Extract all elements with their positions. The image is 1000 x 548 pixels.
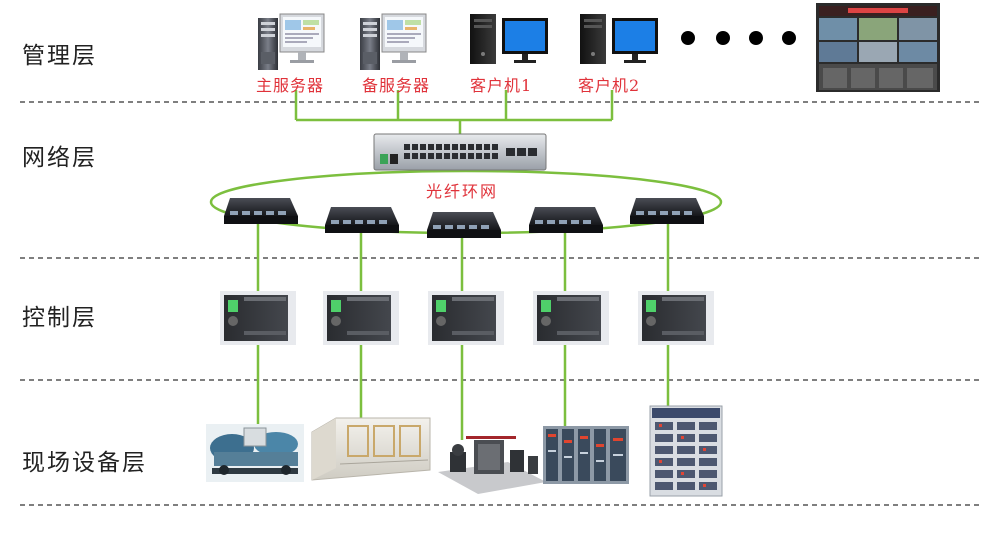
- main-server-icon: [258, 13, 325, 70]
- plc-controller-icon: [638, 291, 714, 345]
- plc-controller-icon: [220, 291, 296, 345]
- layer-dividers: [20, 101, 980, 506]
- plc-controller-icon: [323, 291, 399, 345]
- ring-switch-icon: [427, 212, 501, 238]
- air-handling-unit-image: [311, 417, 431, 481]
- plc-controller-icon: [428, 291, 504, 345]
- layer-label-field: 现场设备层: [22, 450, 147, 476]
- ring-switches: [224, 198, 704, 238]
- ring-switch-icon: [529, 207, 603, 233]
- heat-exchanger-skid-image: [438, 436, 546, 494]
- client-2-label: 客户机2: [578, 76, 641, 95]
- main-server-label: 主服务器: [256, 76, 325, 95]
- client-1-workstation-icon: [470, 14, 548, 64]
- layer-label-network: 网络层: [22, 145, 97, 171]
- control-cabinets-image: [543, 426, 629, 484]
- switchgear-panel-image: [649, 405, 723, 497]
- more-devices-ellipsis-icon: [681, 31, 796, 45]
- ring-switch-icon: [224, 198, 298, 224]
- layer-label-management: 管理层: [22, 43, 97, 69]
- backup-server-label: 备服务器: [362, 76, 431, 95]
- client-2-workstation-icon: [580, 14, 658, 64]
- backup-server-icon: [360, 13, 427, 70]
- controllers: [220, 291, 714, 345]
- ring-switch-icon: [325, 207, 399, 233]
- fiber-ring-label: 光纤环网: [426, 182, 499, 201]
- client-1-label: 客户机1: [470, 76, 533, 95]
- chiller-unit-image: [206, 424, 304, 482]
- core-switch-icon: [373, 133, 547, 171]
- plc-controller-icon: [533, 291, 609, 345]
- ring-switch-icon: [630, 198, 704, 224]
- layer-label-control: 控制层: [22, 305, 97, 331]
- monitoring-center-image: [816, 3, 940, 92]
